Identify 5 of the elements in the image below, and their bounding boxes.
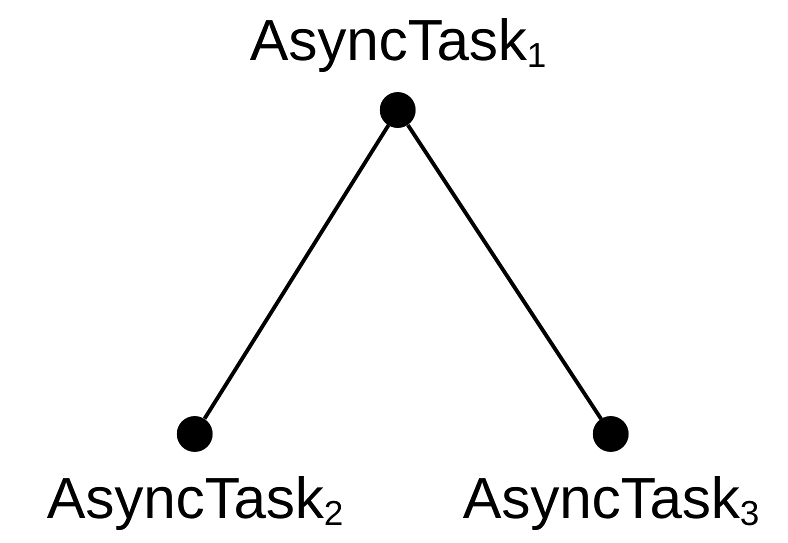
connector-line <box>406 124 603 420</box>
node-label: AsyncTask$_{2}$ <box>46 466 344 532</box>
node-label: AsyncTask$_{3}$ <box>462 466 760 532</box>
node-label: AsyncTask$_{1}$ <box>250 8 546 74</box>
connector-line <box>202 124 390 420</box>
